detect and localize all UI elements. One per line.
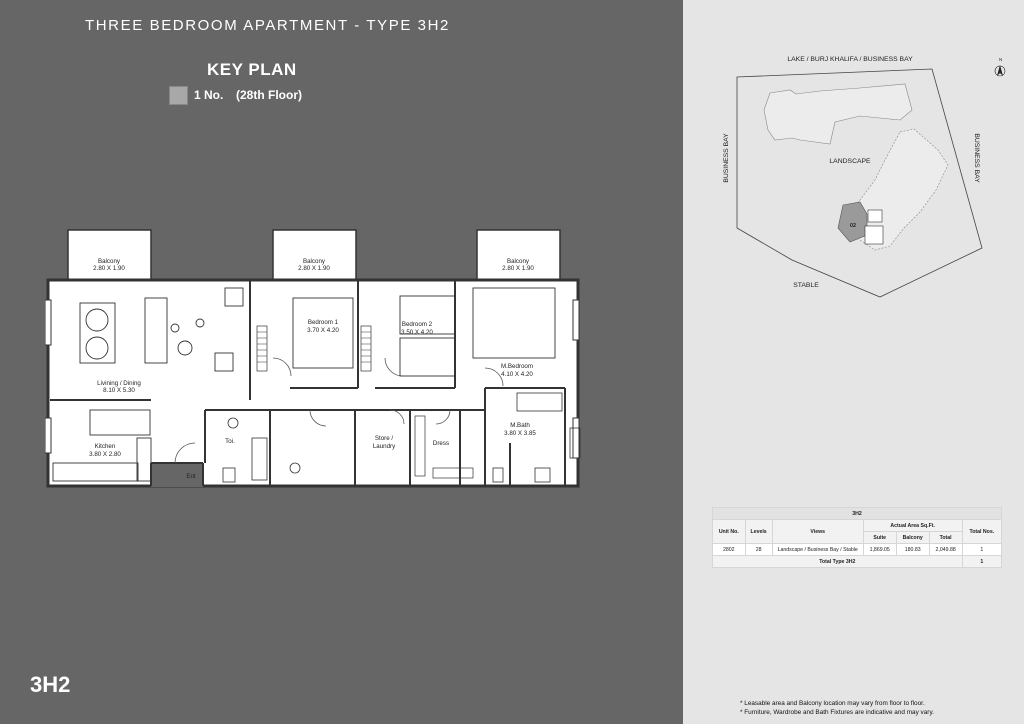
mbedroom-dim: 4.10 X 4.20 [501, 371, 533, 378]
floor-plan: Balcony 2.80 X 1.90 Balcony 2.80 X 1.90 … [45, 229, 581, 488]
svg-text:N: N [999, 57, 1002, 62]
balcony-1-label: Balcony [98, 258, 121, 265]
key-plan-title: KEY PLAN [207, 60, 297, 79]
footnotes: * Leasable area and Balcony location may… [740, 699, 934, 717]
balcony-2-dim: 2.80 X 1.90 [298, 265, 330, 272]
site-top-label: LAKE / BURJ KHALIFA / BUSINESS BAY [787, 56, 913, 63]
header-unit-no: Unit No. [712, 519, 746, 544]
beds [292, 287, 556, 377]
area-table-type-heading: 3H2 [712, 507, 1002, 520]
bedroom1-dim: 3.70 X 4.20 [307, 327, 339, 334]
mbedroom-label: M.Bedroom [501, 363, 533, 370]
apartment-outline [46, 278, 580, 488]
header-balcony: Balcony [895, 531, 930, 544]
header-total-nos: Total Nos. [961, 519, 1003, 544]
balcony-2-label: Balcony [303, 258, 326, 265]
floor-plan-panel: THREE BEDROOM APARTMENT - TYPE 3H2 KEY P… [0, 0, 683, 724]
bedroom2-dim: 3.50 X 4.20 [401, 329, 433, 336]
legend-floor: (28th Floor) [236, 88, 302, 102]
living-dim: 8.10 X 5.30 [103, 387, 135, 394]
door-swings [174, 357, 504, 464]
bath-fixtures [222, 392, 581, 483]
total-type-label: Total Type 3H2 [712, 555, 963, 568]
cell-total: 2,049.88 [928, 543, 963, 556]
footnote-2: * Furniture, Wardrobe and Bath Fixtures … [740, 709, 934, 716]
cell-total-nos: 1 [961, 543, 1003, 556]
unit-code: 3H2 [30, 672, 71, 697]
kitchen-counters [52, 409, 152, 482]
dining-set [79, 287, 244, 372]
dress-label: Dress [433, 440, 449, 447]
toilet-label: Toi. [225, 438, 235, 445]
cell-unit-no: 2802 [712, 543, 746, 556]
balcony-3-dim: 2.80 X 1.90 [502, 265, 534, 272]
cell-balcony: 180.83 [895, 543, 930, 556]
balcony-1 [67, 229, 152, 281]
footnote-1: * Leasable area and Balcony location may… [740, 700, 925, 707]
header-total: Total [928, 531, 963, 544]
highlighted-unit [837, 201, 868, 243]
table-row: 2802 28 Landscape / Business Bay / Stabl… [712, 543, 1003, 556]
living-label: Livining / Dining [97, 380, 141, 387]
site-right-label: BUSINESS BAY [973, 133, 980, 183]
store-label-line1: Store / [375, 435, 394, 442]
cell-levels: 28 [744, 543, 773, 556]
balcony-3 [476, 229, 561, 281]
kitchen-label: Kitchen [95, 443, 116, 450]
kitchen-dim: 3.80 X 2.80 [89, 451, 121, 458]
total-row: Total Type 3H2 1 [712, 555, 1003, 568]
wardrobes [256, 325, 474, 479]
total-type-value: 1 [961, 555, 1003, 568]
balcony-2 [272, 229, 357, 281]
header-actual-area: Actual Area Sq.Ft. [862, 519, 963, 532]
building-footprint [763, 83, 913, 145]
site-left-label: BUSINESS BAY [723, 133, 730, 183]
legend-swatch [169, 86, 188, 105]
mbath-dim: 3.80 X 3.85 [504, 430, 536, 437]
site-unit-marker: 02 [850, 223, 856, 229]
header-levels: Levels [744, 519, 773, 544]
site-boundary [736, 68, 983, 298]
north-arrow-icon: N [994, 57, 1006, 77]
bedroom2-label: Bedroom 2 [402, 321, 433, 328]
site-center-label: LANDSCAPE [829, 158, 871, 165]
entrance-label: Ent [186, 473, 196, 480]
cell-suite: 1,869.05 [862, 543, 897, 556]
cell-views: Landscape / Business Bay / Stable [771, 543, 864, 556]
site-plan: LAKE / BURJ KHALIFA / BUSINESS BAY LANDS… [723, 56, 1006, 298]
header-views: Views [771, 519, 864, 544]
balcony-3-label: Balcony [507, 258, 530, 265]
store-label-line2: Laundry [373, 443, 396, 450]
info-panel [683, 0, 1024, 724]
legend-count: 1 No. [194, 88, 224, 102]
site-bottom-label: STABLE [793, 282, 819, 289]
bedroom1-label: Bedroom 1 [308, 319, 339, 326]
page-title: THREE BEDROOM APARTMENT - TYPE 3H2 [84, 17, 451, 34]
mbath-label: M.Bath [510, 422, 530, 429]
balcony-1-dim: 2.80 X 1.90 [93, 265, 125, 272]
area-table: 3H2 Unit No. Levels Views Actual Area Sq… [712, 507, 1003, 568]
header-suite: Suite [862, 531, 897, 544]
windows [45, 299, 580, 459]
entrance-notch [151, 463, 203, 487]
